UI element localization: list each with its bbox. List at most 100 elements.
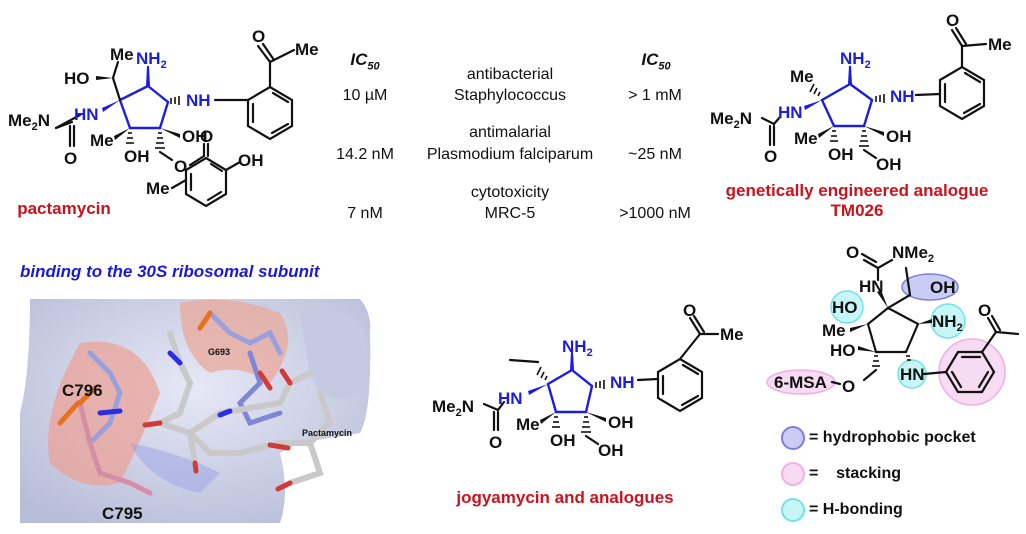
acetyl-o-label: O xyxy=(683,301,696,320)
legend-item-stacking: = stacking xyxy=(781,462,901,486)
organism-label: Plasmodium falciparum xyxy=(426,146,594,163)
residue-c795-label: C795 xyxy=(102,504,143,523)
msa-label: 6-MSA xyxy=(774,373,827,392)
analogue-ic50: >1000 nM xyxy=(619,205,691,222)
ester-o-label: O xyxy=(174,157,187,176)
nh-aryl-label: NH xyxy=(890,87,915,106)
nh-aryl-label: NH xyxy=(610,373,635,392)
carbonyl-o-label: O xyxy=(200,127,213,146)
pactamycin-ic50: 10 µM xyxy=(342,87,388,104)
me-label: Me xyxy=(790,67,814,86)
acetophenone-ring xyxy=(656,357,704,413)
tm026-name: genetically engineered analogue TM026 xyxy=(712,181,1002,221)
analogue-ic50: > 1 mM xyxy=(628,87,682,104)
link-o-label: O xyxy=(842,377,855,396)
acetyl-o-label: O xyxy=(978,301,991,320)
pactamycin-ic50: 14.2 nM xyxy=(336,146,394,163)
ho-left-label: HO xyxy=(832,298,858,317)
hn-label: HN xyxy=(498,389,523,408)
organism-label: Staphylococcus xyxy=(453,87,567,104)
pactamycin-name: pactamycin xyxy=(17,199,111,218)
me2n-label: Me2N xyxy=(710,109,752,131)
cyclopentane-ring xyxy=(118,84,170,130)
tm026-structure: Me NH2 HN Me2N O NH Me OH OH OH O Me xyxy=(710,11,1012,174)
oh-ring-label: OH xyxy=(608,413,634,432)
nh2-label: NH2 xyxy=(840,49,871,71)
urea-o-label: O xyxy=(764,147,777,166)
oh-top-label: OH xyxy=(930,278,956,297)
urea-o-label: O xyxy=(64,149,77,168)
acetophenone-ring xyxy=(938,65,986,121)
acetyl-me-label: Me xyxy=(988,35,1012,54)
tm026-description: genetically engineered analogue xyxy=(725,181,989,200)
oh-bottom-label: OH xyxy=(550,431,576,450)
salicylate-ring xyxy=(184,156,228,208)
hn-label: HN xyxy=(778,103,803,122)
pactamycin-ligand xyxy=(152,330,334,486)
residue-g693-label: G693 xyxy=(208,347,230,357)
cyclopentane-ring xyxy=(546,368,594,414)
binding-title: binding to the 30S ribosomal subunit xyxy=(20,262,320,281)
acetophenone-ring xyxy=(944,350,996,394)
binding-model-structure: O NMe2 HN OH HO NH2 Me HO 6-MSA O HN O xyxy=(766,243,1020,406)
oh-ch2-label: OH xyxy=(876,155,902,174)
nh2-label: NH2 xyxy=(136,49,167,71)
pactamycin-structure: Me NH2 HO HN Me2N O NH Me OH OH O O OH M… xyxy=(8,27,319,208)
tm026-code: TM026 xyxy=(830,201,884,220)
legend-label: = H-bonding xyxy=(809,501,903,518)
stacking-swatch-icon xyxy=(781,462,805,486)
oh-bottom-label: OH xyxy=(124,147,150,166)
acetophenone-ring xyxy=(246,85,294,141)
nh2-label: NH2 xyxy=(562,337,593,359)
nh-aryl-label: NH xyxy=(186,91,211,110)
jogyamycin-structure: NH2 HN Me2N O NH Me OH OH OH O Me xyxy=(432,301,744,460)
urea-o-label: O xyxy=(846,243,859,262)
urea-o-label: O xyxy=(489,433,502,452)
phenol-oh-label: OH xyxy=(238,151,264,170)
pactamycin-ic50: 7 nM xyxy=(347,205,383,222)
me-label: Me xyxy=(822,321,846,340)
legend-item-hbonding: = H-bonding xyxy=(781,498,903,522)
cyclopentane-ring xyxy=(820,82,874,128)
nh2-label: NH2 xyxy=(932,312,963,334)
jogyamycin-name: jogyamycin and analogues xyxy=(456,488,674,507)
ligand-label: Pactamycin xyxy=(302,428,352,438)
organism-label: MRC-5 xyxy=(484,205,536,222)
acetyl-me-label: Me xyxy=(720,325,744,344)
me2n-label: Me2N xyxy=(8,111,50,133)
oh-ch2-label: OH xyxy=(598,441,624,460)
acetyl-me-label: Me xyxy=(295,40,319,59)
legend-item-hydrophobic: = hydrophobic pocket xyxy=(781,426,976,450)
me2n-label: Me2N xyxy=(432,397,474,419)
analogue-ic50: ~25 nM xyxy=(628,146,682,163)
ic50-header-right: IC50 xyxy=(641,50,671,73)
category-label: cytotoxicity xyxy=(470,184,550,201)
category-label: antibacterial xyxy=(466,66,554,83)
ho-label: HO xyxy=(64,69,90,88)
legend-label: = hydrophobic pocket xyxy=(809,429,976,446)
hn-aryl-label: HN xyxy=(900,365,925,384)
residue-c796-label: C796 xyxy=(62,381,103,400)
oh-ring-label: OH xyxy=(886,127,912,146)
me-ring-label: Me xyxy=(516,415,540,434)
oh-ring-label: OH xyxy=(182,127,208,146)
nme2-label: NMe2 xyxy=(892,243,934,265)
hbond-highlight-ho xyxy=(830,290,864,324)
cyclopentane-ring xyxy=(866,306,920,354)
me-label: Me xyxy=(110,45,134,64)
ho-lower-label: HO xyxy=(830,341,856,360)
me-ring-label: Me xyxy=(90,131,114,150)
ribosome-lobe xyxy=(300,310,367,399)
category-label: antimalarial xyxy=(469,124,551,141)
me-aryl-label: Me xyxy=(146,179,170,198)
hn-label: HN xyxy=(74,105,99,124)
hn-label: HN xyxy=(859,277,884,296)
acetyl-o-label: O xyxy=(252,27,265,46)
oh-bottom-label: OH xyxy=(828,145,854,164)
ribosome-binding-image: C796 G693 C795 Pactamycin xyxy=(20,299,371,523)
hbond-swatch-icon xyxy=(781,498,805,522)
ic50-header-left: IC50 xyxy=(350,50,380,73)
hydrophobic-swatch-icon xyxy=(781,426,805,450)
me-ring-label: Me xyxy=(794,129,818,148)
legend-label: = stacking xyxy=(809,465,902,482)
